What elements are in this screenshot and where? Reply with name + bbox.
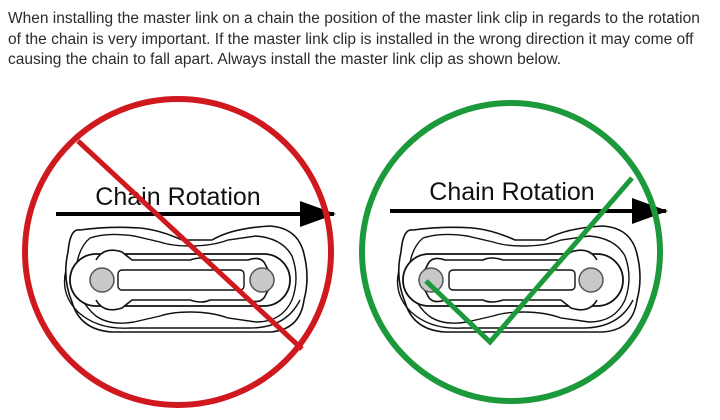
pin-icon xyxy=(418,267,444,293)
incorrect-panel: Chain Rotation xyxy=(22,96,336,408)
chain-link-icon xyxy=(63,225,308,333)
correct-sign-icon xyxy=(359,100,663,404)
chain-link-icon xyxy=(396,225,641,333)
pin-icon xyxy=(249,267,275,293)
checkmark-icon xyxy=(424,176,634,346)
correct-panel: Chain Rotation xyxy=(359,100,668,404)
pin-icon xyxy=(89,267,115,293)
pin-icon xyxy=(578,267,604,293)
prohibition-sign-icon xyxy=(22,96,334,408)
chain-rotation-label: Chain Rotation xyxy=(429,178,594,206)
chain-rotation-label: Chain Rotation xyxy=(95,183,260,211)
instructions-text: When installing the master link on a cha… xyxy=(8,10,700,68)
